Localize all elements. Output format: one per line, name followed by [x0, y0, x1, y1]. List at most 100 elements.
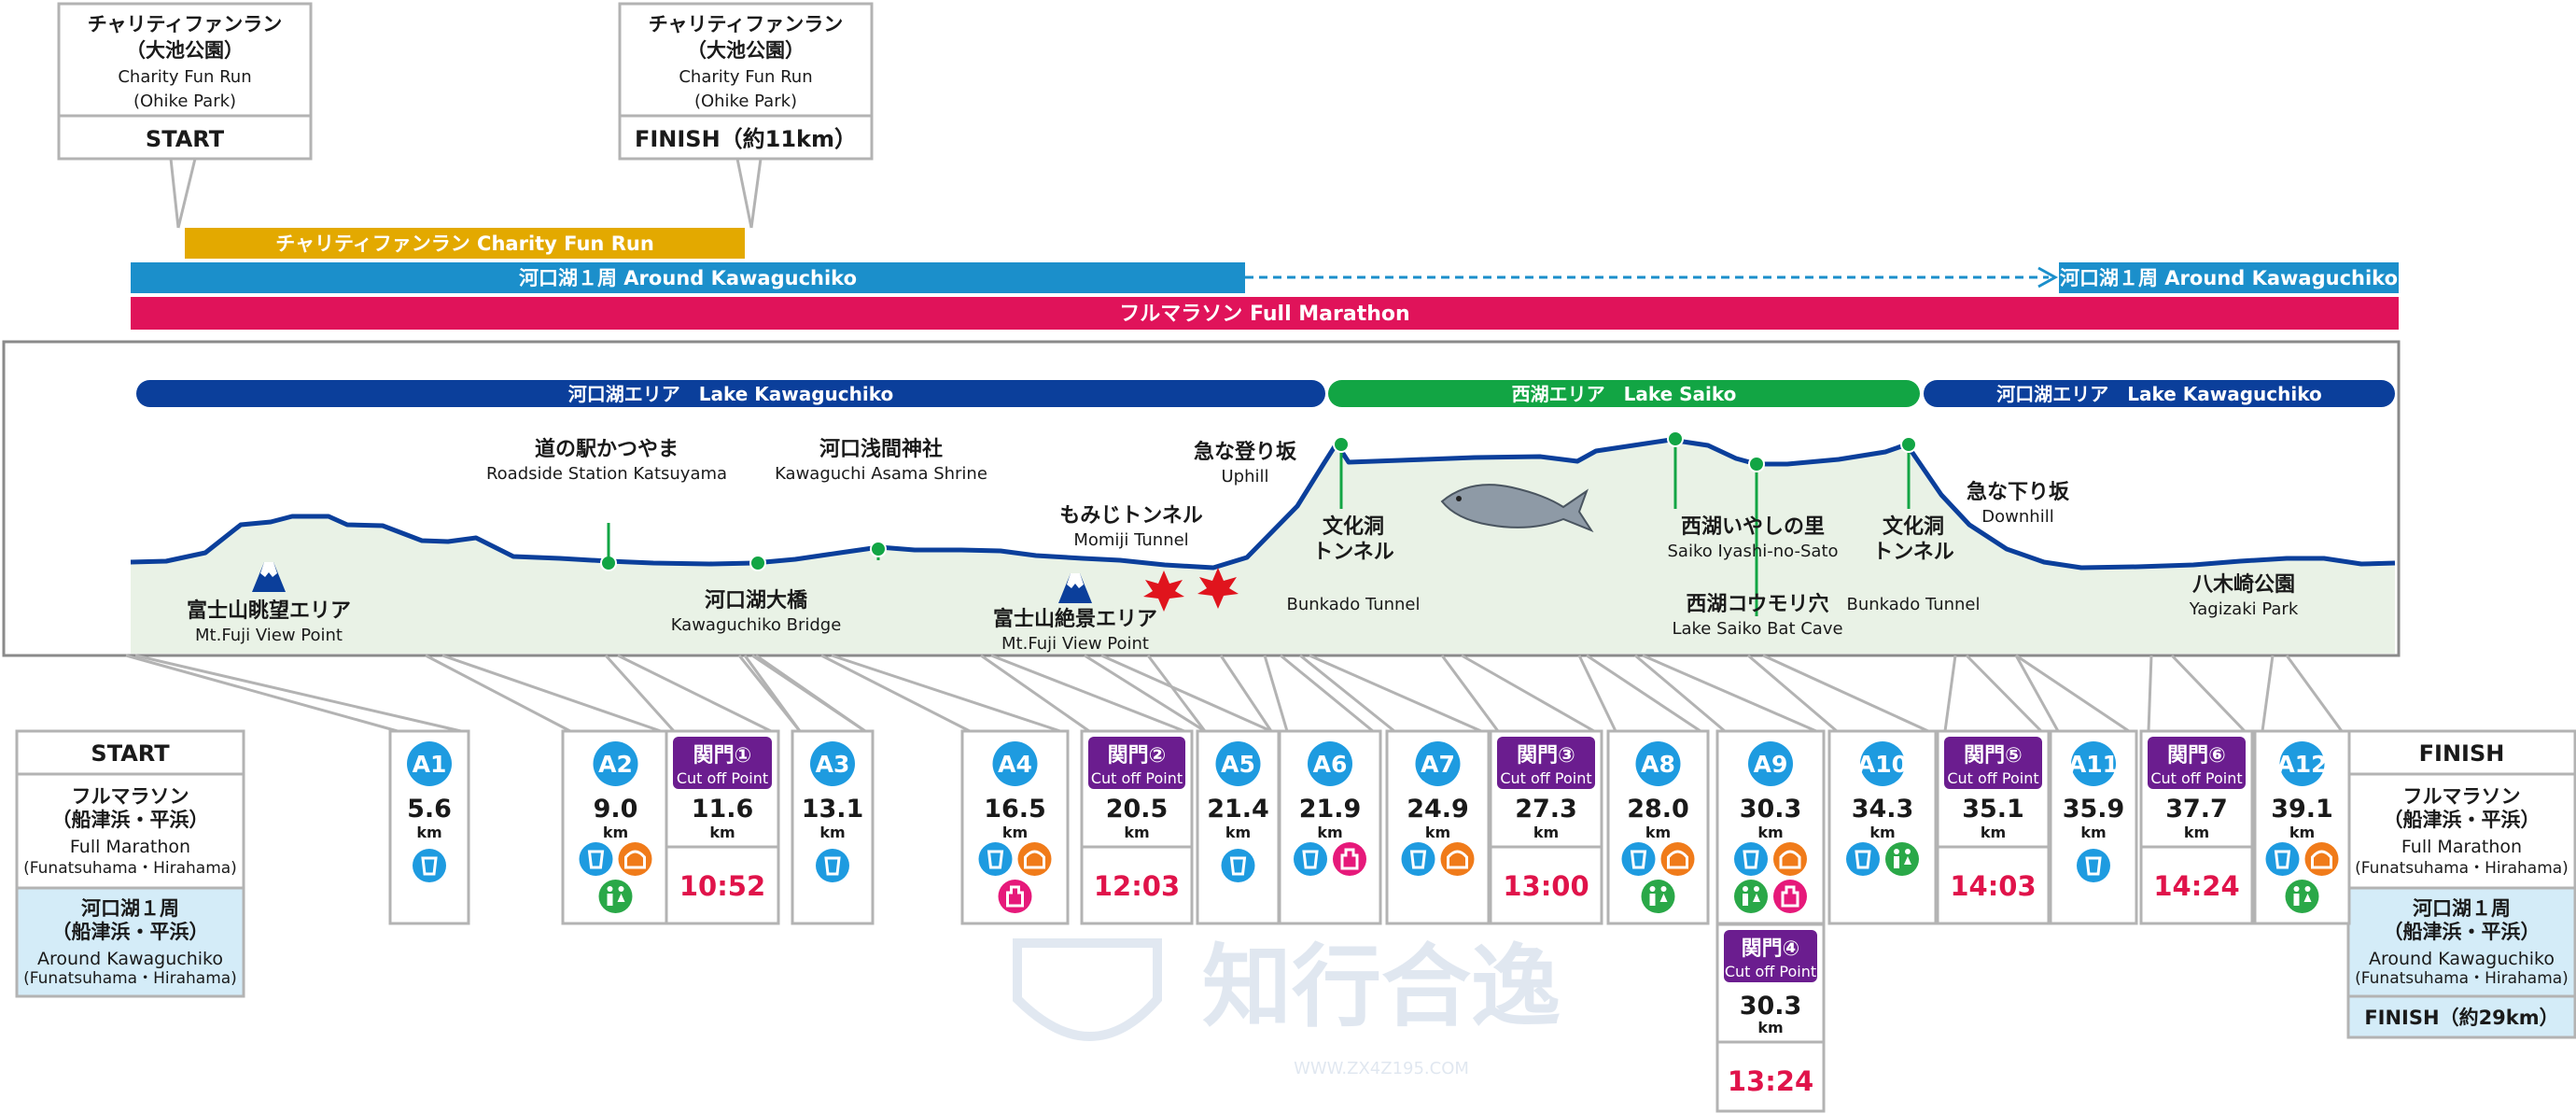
km-unit: km	[1869, 824, 1895, 841]
cutoff-time: 10:52	[679, 870, 765, 902]
around-jp: 河口湖１周	[81, 897, 179, 920]
toilet-icon	[1734, 880, 1768, 913]
aid-station-label: A10	[1857, 751, 1908, 778]
landmark-name-en: Downhill	[1981, 507, 2053, 527]
cutoff-km: 27.3	[1515, 795, 1577, 824]
charity-bar	[185, 228, 745, 259]
cutoff-time: 13:00	[1503, 870, 1589, 902]
landmark-name-en: Momiji Tunnel	[1073, 530, 1188, 550]
km-unit: km	[1317, 824, 1342, 841]
person-head	[618, 886, 624, 892]
aid-badge	[1635, 741, 1681, 786]
cup-glyph	[987, 850, 1004, 869]
cutoff-km: 20.5	[1106, 795, 1169, 824]
pointer-line	[2014, 655, 2060, 732]
fish-icon	[1440, 484, 1594, 533]
mt-fuji-icon	[252, 562, 286, 592]
charity-box-top	[57, 2, 313, 118]
aid-station-label: A12	[2276, 751, 2327, 778]
landmark-name-jp: 西湖いやしの里	[1681, 515, 1825, 539]
pointer-line	[1965, 654, 2043, 733]
pointer-line	[2015, 654, 2130, 733]
landmark-name-jp: 河口浅間神社	[819, 437, 943, 461]
landmark-name-jp: トンネル	[1312, 541, 1394, 564]
hand-glyph	[1781, 885, 1799, 908]
elevation-line	[130, 437, 2396, 571]
cutoff-km: 35.1	[1962, 795, 2024, 824]
person-head	[1660, 886, 1667, 892]
aid-station-km: 30.3	[1740, 795, 1802, 824]
landmark-name-jp: トンネル	[1872, 541, 1954, 564]
aid-station-km: 34.3	[1852, 795, 1914, 824]
cutoff-km: 11.6	[692, 795, 754, 824]
aid-badge	[1748, 741, 1793, 786]
around-en: Around Kawaguchiko	[2369, 949, 2555, 969]
area-band-label: 河口湖エリア Lake Kawaguchiko	[568, 383, 894, 405]
mt-fuji-icon	[1058, 573, 1092, 603]
landmark-dot	[1667, 430, 1684, 447]
km-unit: km	[1225, 824, 1251, 841]
area-band	[1924, 380, 2395, 407]
water-icon	[1221, 849, 1255, 882]
charity-subtitle: （大池公園）	[126, 39, 244, 62]
cutoff-time: 14:24	[2153, 870, 2239, 902]
pointer-line	[1747, 654, 1838, 733]
cutoff-label: 関門③	[1517, 744, 1575, 768]
landmark-name-en: Mt.Fuji View Point	[1001, 634, 1149, 654]
landmark-name-jp: 急な下り坂	[1967, 480, 2070, 504]
aid-station-label: A1	[413, 751, 447, 778]
pointer-line	[1440, 655, 1500, 732]
aid-station-km: 39.1	[2271, 795, 2333, 824]
km-unit: km	[1645, 824, 1671, 841]
fish-eye	[1456, 496, 1462, 501]
person-body	[1904, 856, 1911, 865]
food-icon	[1773, 842, 1807, 876]
landmark-dot	[1748, 456, 1765, 472]
pointer-line	[169, 158, 180, 229]
person-body	[2293, 894, 2300, 906]
start_box-ak-cell	[15, 886, 245, 998]
km-unit: km	[819, 824, 845, 841]
toilet-icon	[1885, 842, 1919, 876]
cup-glyph	[1409, 850, 1427, 869]
watermark-text: 知行合逸	[1202, 935, 1561, 1039]
water-icon	[413, 849, 446, 882]
person-head	[607, 886, 613, 892]
cup-glyph	[1229, 856, 1247, 876]
pointer-line	[425, 654, 571, 733]
aid-badge	[407, 741, 452, 786]
pointer-line	[1461, 654, 1595, 733]
cup-glyph	[1855, 850, 1871, 869]
person-body	[617, 894, 625, 902]
pointer-line	[2170, 654, 2247, 733]
water-icon	[978, 842, 1013, 876]
cutoff-label: 関門④	[1742, 937, 1800, 961]
aid-station-label: A11	[2068, 751, 2119, 778]
around-end-label: 河口湖１周 Around Kawaguchiko	[2060, 267, 2398, 289]
cutoff-label: 関門①	[693, 744, 752, 768]
landmark-name-en: Mt.Fuji View Point	[195, 626, 343, 645]
person-head	[1743, 886, 1748, 892]
area-band	[1328, 380, 1920, 407]
aid-station-box	[791, 729, 875, 925]
aid-badge	[1415, 741, 1461, 786]
landmark-dot	[1900, 436, 1917, 453]
area-band	[136, 380, 1325, 407]
aid-station-km: 13.1	[802, 795, 864, 824]
km-unit: km	[1124, 824, 1149, 841]
pointer-line	[755, 654, 866, 733]
km-unit: km	[1981, 824, 2006, 841]
km-unit: km	[603, 824, 628, 841]
landmark-name-en: Lake Saiko Bat Cave	[1672, 619, 1842, 639]
around-bar	[131, 262, 1245, 293]
pointer-line	[749, 158, 763, 229]
pointer-line	[1263, 655, 1289, 732]
